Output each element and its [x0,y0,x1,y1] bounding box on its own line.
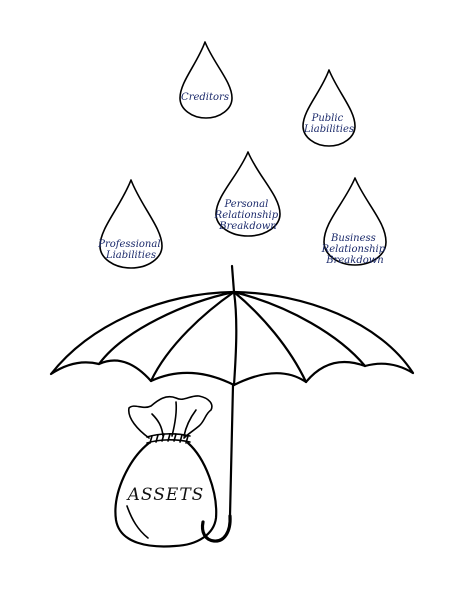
drop-creditors: Creditors [179,41,233,119]
umbrella-rib [232,290,238,387]
drop-label: Professional Liabilities [97,239,163,261]
drop-label-line: Relationship [214,210,279,221]
raindrop-icon [99,179,163,269]
umbrella-rib [97,290,236,366]
drop-label-line: Liabilities [303,124,354,135]
drop-label: Public Liabilities [303,113,354,135]
umbrella-handle [200,514,232,543]
drop-label-line: Public [311,113,344,124]
umbrella-rib [232,290,367,368]
raindrop-icon [302,69,356,147]
drop-label-line: Liabilities [105,250,156,261]
drop-public-liabilities: Public Liabilities [302,69,356,147]
drop-label-line: Breakdown [325,255,384,266]
drop-label-line: Breakdown [218,221,277,232]
umbrella [49,264,415,543]
drop-label: Creditors [181,92,229,103]
raindrop-icon [179,41,233,119]
drop-personal-relationship-breakdown: Personal Relationship Breakdown [214,151,282,237]
raindrop-icon [323,177,387,266]
drop-label: Business Relationship Breakdown [321,233,389,266]
bag-fold [151,413,164,437]
raindrop-icon [215,151,281,237]
drop-label-line: Business [330,233,376,244]
umbrella-canopy [49,290,415,387]
bag-rope-twist [149,433,189,444]
bag-fold [126,505,149,539]
drop-business-relationship-breakdown: Business Relationship Breakdown [321,177,389,266]
umbrella-rib [149,290,236,383]
drop-label-line: Creditors [181,92,229,103]
drop-professional-liabilities: Professional Liabilities [97,179,163,269]
assets-bag: ASSETS [114,395,218,548]
bag-body [114,441,218,548]
bag-top-ruffle [128,395,213,439]
drop-label-line: Personal [224,199,269,210]
bag-fold [183,409,197,437]
drop-label-line: Professional [97,239,160,250]
drop-label-line: Relationship [321,244,386,255]
umbrella-rib [232,290,308,384]
drop-label: Personal Relationship Breakdown [214,199,282,232]
assets-label: ASSETS [126,485,205,505]
umbrella-shaft [228,383,235,518]
bag-fold [171,401,178,437]
umbrella-tip [230,264,236,294]
